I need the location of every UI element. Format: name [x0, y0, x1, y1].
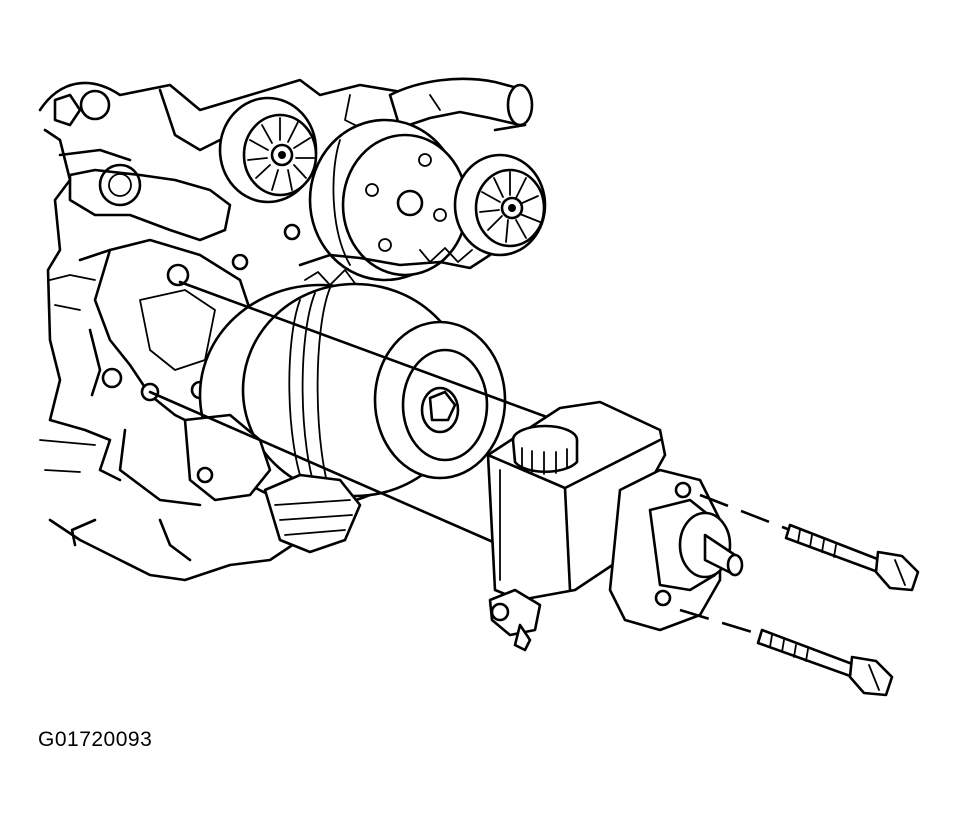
engine-block [38, 78, 527, 582]
alignment-lines [148, 280, 557, 547]
idler-pulley-upper [218, 96, 318, 204]
pump-bolt-lower [679, 608, 894, 697]
figure-code: G01720093 [38, 728, 153, 751]
idler-pulley-right [453, 153, 547, 257]
power-steering-pump [486, 400, 744, 652]
pump-bolt-upper [699, 493, 920, 592]
oil-filter-housing [183, 413, 362, 554]
generator [231, 223, 492, 291]
water-pump-pulley [308, 118, 469, 282]
